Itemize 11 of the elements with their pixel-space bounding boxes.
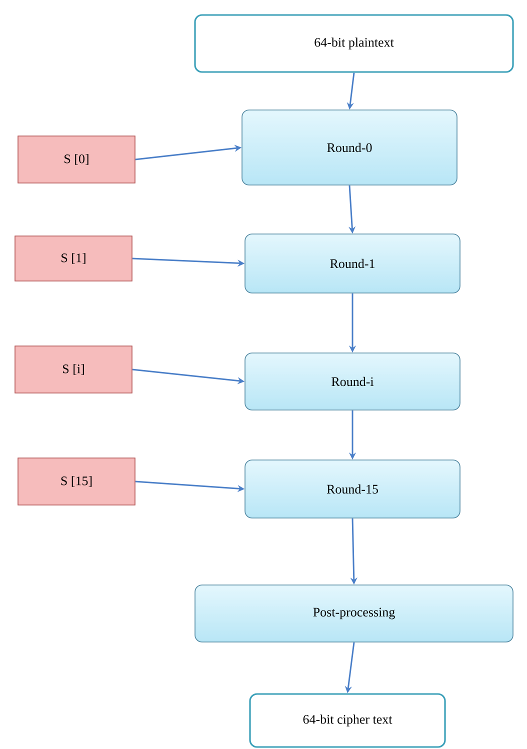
subkey-box: S [0] [18,136,136,184]
round-box: Round-i [244,352,460,410]
round-box: Round-1 [244,234,460,294]
subkey-box: S [1] [14,236,132,282]
round-box: Round-15 [244,460,460,518]
io-box: 64-bit plaintext [194,14,514,73]
round-box: Post-processing [194,584,514,642]
subkey-box: S [i] [14,346,132,394]
round-box: Round-0 [242,110,458,186]
io-box: 64-bit cipher text [249,693,446,748]
subkey-box: S [15] [18,458,136,506]
